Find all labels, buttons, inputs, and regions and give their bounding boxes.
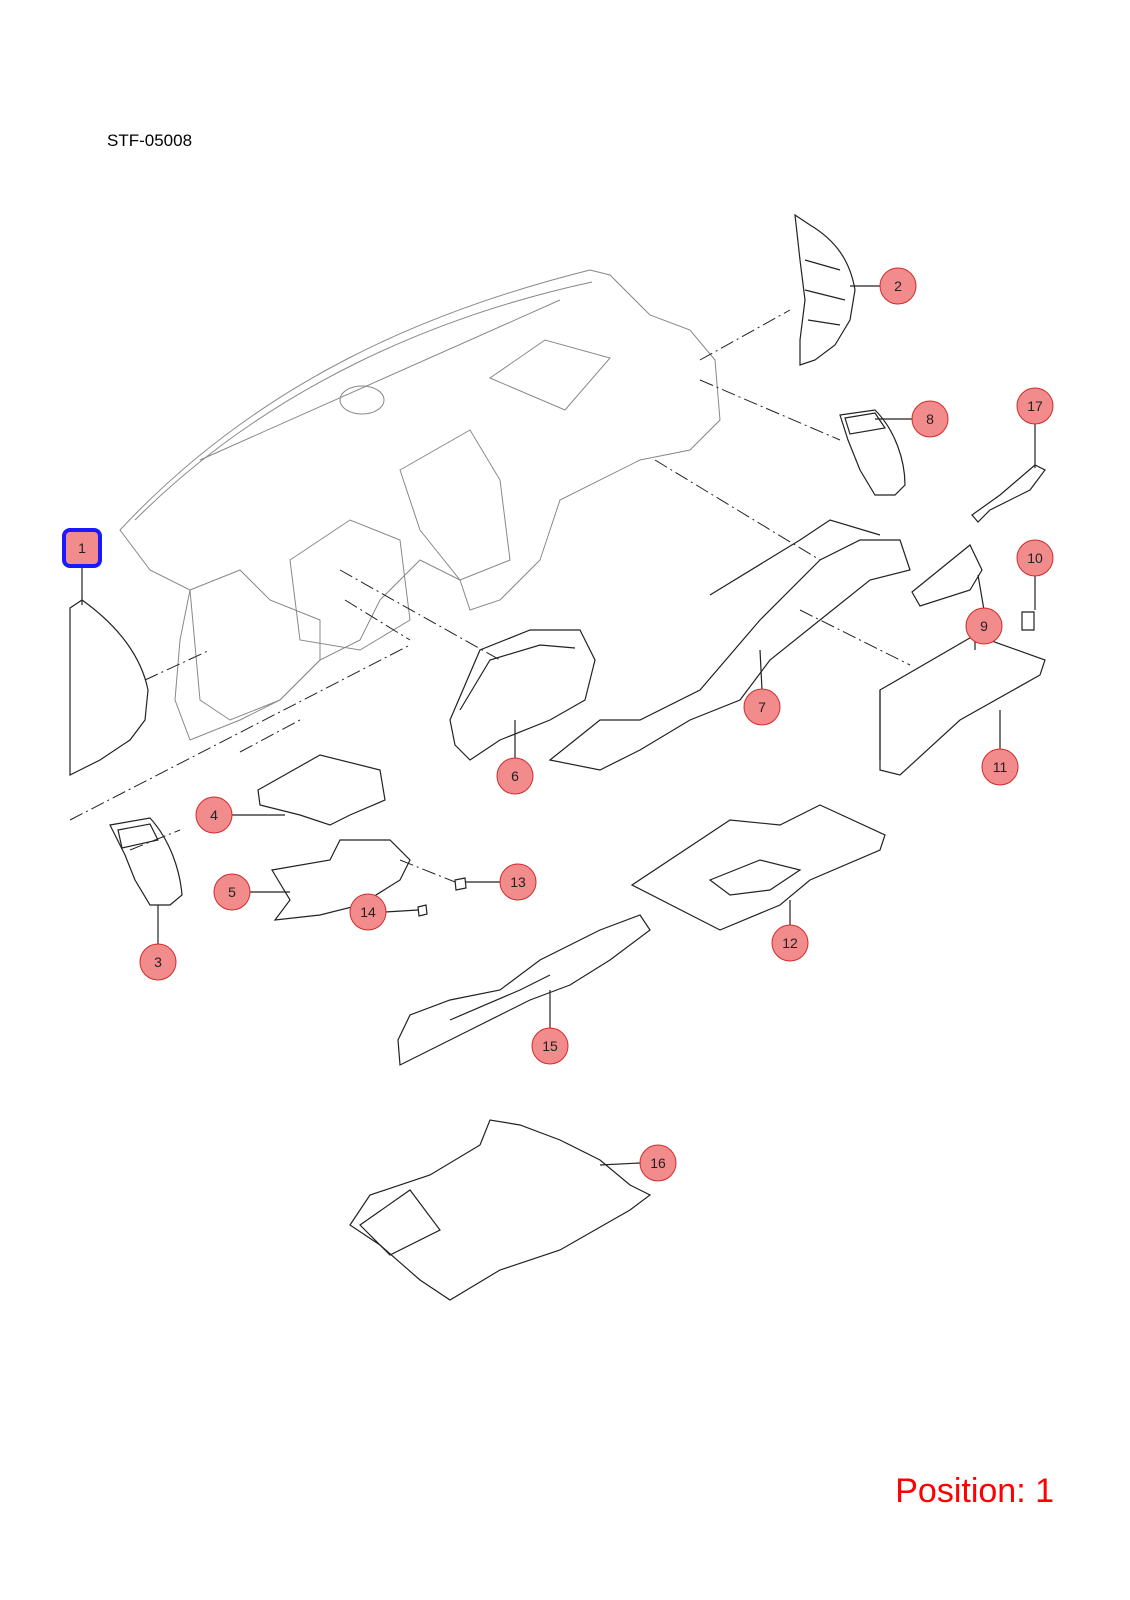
- dashboard-frame: [119, 269, 721, 741]
- callout-label: 16: [650, 1155, 666, 1171]
- callout-bubble: [349, 893, 387, 931]
- callout-12[interactable]: 12: [771, 924, 809, 962]
- callout-1[interactable]: 1: [62, 528, 102, 568]
- part-14-clips[interactable]: [417, 904, 428, 917]
- part-4-column-cover-upper[interactable]: [257, 754, 386, 826]
- callout-label: 8: [926, 411, 934, 427]
- part-3-left-vent[interactable]: [109, 817, 183, 906]
- part-17-bracket[interactable]: [971, 464, 1046, 523]
- part-8-right-vent[interactable]: [839, 409, 906, 496]
- callout-label: 12: [782, 935, 798, 951]
- callout-bubble: [531, 1027, 569, 1065]
- callout-9[interactable]: 9: [965, 607, 1003, 645]
- callout-label: 1: [78, 540, 86, 556]
- part-1-end-cap[interactable]: [69, 599, 149, 776]
- callout-bubble: [981, 748, 1019, 786]
- callout-6[interactable]: 6: [496, 757, 534, 795]
- callout-bubble: [213, 873, 251, 911]
- part-10-clip[interactable]: [1021, 611, 1035, 631]
- callout-label: 9: [980, 618, 988, 634]
- leader-lines: [81, 285, 1036, 1166]
- callout-label: 7: [758, 699, 766, 715]
- callout-bubble: [879, 267, 917, 305]
- callout-bubble: [139, 943, 177, 981]
- callout-label: 4: [210, 807, 218, 823]
- callout-16[interactable]: 16: [639, 1144, 677, 1182]
- part-16-under-cover[interactable]: [349, 1119, 652, 1301]
- callout-17[interactable]: 17: [1016, 387, 1054, 425]
- diagram-code: STF-05008: [107, 131, 193, 150]
- callout-label: 14: [360, 904, 376, 920]
- callout-15[interactable]: 15: [531, 1027, 569, 1065]
- callout-bubble: [743, 688, 781, 726]
- part-9-trim-strip[interactable]: [911, 544, 983, 607]
- callout-label: 17: [1027, 398, 1043, 414]
- callout-label: 2: [894, 278, 902, 294]
- position-label: Position: 1: [895, 1472, 1054, 1510]
- part-12-lower-panel[interactable]: [630, 804, 886, 931]
- callout-bubble: [195, 796, 233, 834]
- part-15-knee-panel[interactable]: [397, 914, 651, 1066]
- callout-bubble: [496, 757, 534, 795]
- callout-bubble: [499, 863, 537, 901]
- callout-bubble: [965, 607, 1003, 645]
- part-7-support-frame[interactable]: [548, 519, 911, 771]
- callout-label: 6: [511, 768, 519, 784]
- callout-3[interactable]: 3: [139, 943, 177, 981]
- callout-label: 11: [993, 759, 1008, 775]
- callout-13[interactable]: 13: [499, 863, 537, 901]
- assembly-lines: [69, 309, 911, 883]
- callout-label: 3: [154, 954, 162, 970]
- callout-bubble: [1016, 387, 1054, 425]
- selected-callout-frame: [62, 528, 102, 568]
- part-6-cluster-hood[interactable]: [449, 629, 596, 761]
- callout-label: 15: [542, 1038, 558, 1054]
- callout-4[interactable]: 4: [195, 796, 233, 834]
- part-11-glove-box[interactable]: [879, 634, 1046, 776]
- callout-bubble: [1016, 539, 1054, 577]
- callout-bubble: [771, 924, 809, 962]
- part-5-column-cover-lower[interactable]: [271, 839, 411, 921]
- callout-bubble: [639, 1144, 677, 1182]
- callout-bubble: [911, 400, 949, 438]
- callout-5[interactable]: 5: [213, 873, 251, 911]
- part-13-clip[interactable]: [454, 877, 467, 891]
- callout-14[interactable]: 14: [349, 893, 387, 931]
- callout-label: 5: [228, 884, 236, 900]
- callout-11[interactable]: 11: [981, 748, 1019, 786]
- callout-10[interactable]: 10: [1016, 539, 1054, 577]
- callout-8[interactable]: 8: [911, 400, 949, 438]
- part-2-side-bezel[interactable]: [794, 213, 856, 366]
- callout-7[interactable]: 7: [743, 688, 781, 726]
- callout-label: 10: [1027, 550, 1043, 566]
- callout-label: 13: [510, 874, 526, 890]
- callout-2[interactable]: 2: [879, 267, 917, 305]
